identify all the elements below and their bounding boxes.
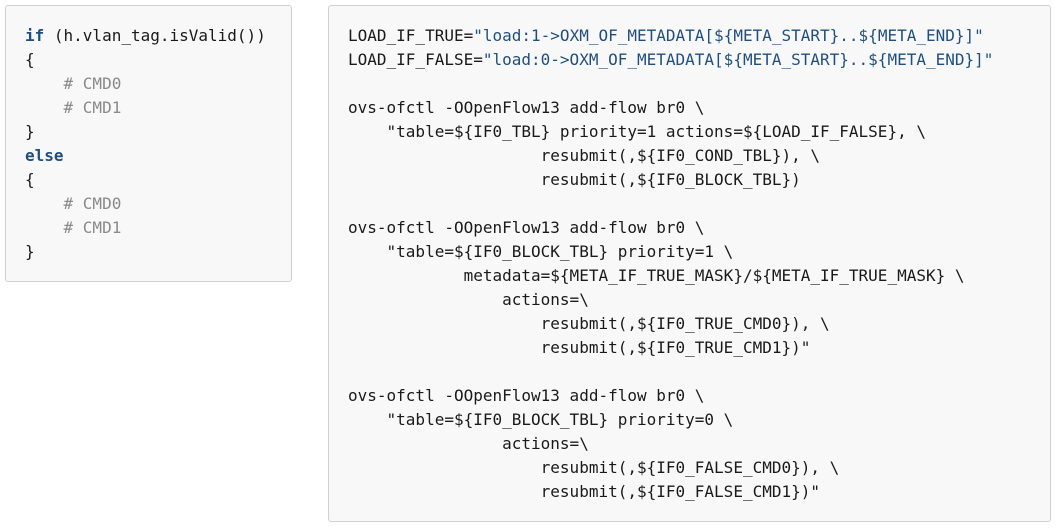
code-text: { [25, 50, 35, 69]
code-text: } [25, 242, 35, 261]
code-keyword: else [25, 146, 64, 165]
code-line: ovs-ofctl -OOpenFlow13 add-flow br0 \ [348, 384, 993, 408]
code-line: resubmit(,${IF0_TRUE_CMD1})" [348, 336, 993, 360]
code-comment: # CMD1 [63, 98, 122, 117]
code-line [348, 72, 993, 96]
code-text [25, 218, 64, 237]
code-line: } [25, 120, 266, 144]
code-text: ovs-ofctl -OOpenFlow13 add-flow br0 \ [348, 218, 705, 237]
code-text: metadata=${META_IF_TRUE_MASK}/${META_IF_… [348, 266, 965, 285]
code-comment: # CMD0 [63, 74, 122, 93]
code-text: resubmit(,${IF0_FALSE_CMD0}), \ [348, 458, 840, 477]
code-text: LOAD_IF_FALSE= [348, 50, 483, 69]
code-line: resubmit(,${IF0_FALSE_CMD0}), \ [348, 456, 993, 480]
code-line: LOAD_IF_TRUE="load:1->OXM_OF_METADATA[${… [348, 24, 993, 48]
code-text: actions=\ [348, 290, 589, 309]
code-text: { [25, 170, 35, 189]
code-line [348, 360, 993, 384]
code-keyword: if [25, 26, 45, 45]
code-line: resubmit(,${IF0_TRUE_CMD0}), \ [348, 312, 993, 336]
code-line: # CMD1 [25, 216, 266, 240]
code-text: ovs-ofctl -OOpenFlow13 add-flow br0 \ [348, 386, 705, 405]
code-text: "table=${IF0_TBL} priority=1 actions=${L… [348, 122, 926, 141]
code-text: resubmit(,${IF0_BLOCK_TBL}) [348, 170, 801, 189]
code-line: "table=${IF0_BLOCK_TBL} priority=0 \ [348, 408, 993, 432]
ovs-code: LOAD_IF_TRUE="load:1->OXM_OF_METADATA[${… [348, 24, 993, 504]
code-line: # CMD1 [25, 96, 266, 120]
code-text: actions=\ [348, 434, 589, 453]
code-text: LOAD_IF_TRUE= [348, 26, 474, 45]
code-string: "load:0->OXM_OF_METADATA[${META_START}..… [482, 50, 994, 69]
code-text: "table=${IF0_BLOCK_TBL} priority=0 \ [348, 410, 734, 429]
code-line: resubmit(,${IF0_COND_TBL}), \ [348, 144, 993, 168]
code-line: { [25, 168, 266, 192]
code-text [25, 74, 64, 93]
code-text: resubmit(,${IF0_TRUE_CMD1})" [348, 338, 811, 357]
code-text: } [25, 122, 35, 141]
code-text: ovs-ofctl -OOpenFlow13 add-flow br0 \ [348, 98, 705, 117]
code-string: "load:1->OXM_OF_METADATA[${META_START}..… [473, 26, 984, 45]
code-line: resubmit(,${IF0_BLOCK_TBL}) [348, 168, 993, 192]
code-text: (h.vlan_tag.isValid()) [44, 26, 266, 45]
code-line: if (h.vlan_tag.isValid()) [25, 24, 266, 48]
code-text: resubmit(,${IF0_TRUE_CMD0}), \ [348, 314, 830, 333]
code-line: actions=\ [348, 432, 993, 456]
code-line: "table=${IF0_BLOCK_TBL} priority=1 \ [348, 240, 993, 264]
p4-code: if (h.vlan_tag.isValid()) { # CMD0 # CMD1… [25, 24, 266, 264]
code-line: ovs-ofctl -OOpenFlow13 add-flow br0 \ [348, 96, 993, 120]
code-line: ovs-ofctl -OOpenFlow13 add-flow br0 \ [348, 216, 993, 240]
ovs-code-block: LOAD_IF_TRUE="load:1->OXM_OF_METADATA[${… [328, 5, 1051, 522]
code-text: resubmit(,${IF0_COND_TBL}), \ [348, 146, 821, 165]
code-line: actions=\ [348, 288, 993, 312]
code-comment: # CMD1 [63, 218, 122, 237]
code-line: resubmit(,${IF0_FALSE_CMD1})" [348, 480, 993, 504]
p4-code-block: if (h.vlan_tag.isValid()) { # CMD0 # CMD1… [5, 5, 292, 282]
code-line: metadata=${META_IF_TRUE_MASK}/${META_IF_… [348, 264, 993, 288]
code-line [348, 192, 993, 216]
code-line: "table=${IF0_TBL} priority=1 actions=${L… [348, 120, 993, 144]
code-line: # CMD0 [25, 72, 266, 96]
code-text [25, 194, 64, 213]
code-line: { [25, 48, 266, 72]
code-text: "table=${IF0_BLOCK_TBL} priority=1 \ [348, 242, 734, 261]
code-text [25, 98, 64, 117]
code-line: else [25, 144, 266, 168]
code-line: # CMD0 [25, 192, 266, 216]
code-line: } [25, 240, 266, 264]
code-line: LOAD_IF_FALSE="load:0->OXM_OF_METADATA[$… [348, 48, 993, 72]
code-comment: # CMD0 [63, 194, 122, 213]
code-text: resubmit(,${IF0_FALSE_CMD1})" [348, 482, 821, 501]
